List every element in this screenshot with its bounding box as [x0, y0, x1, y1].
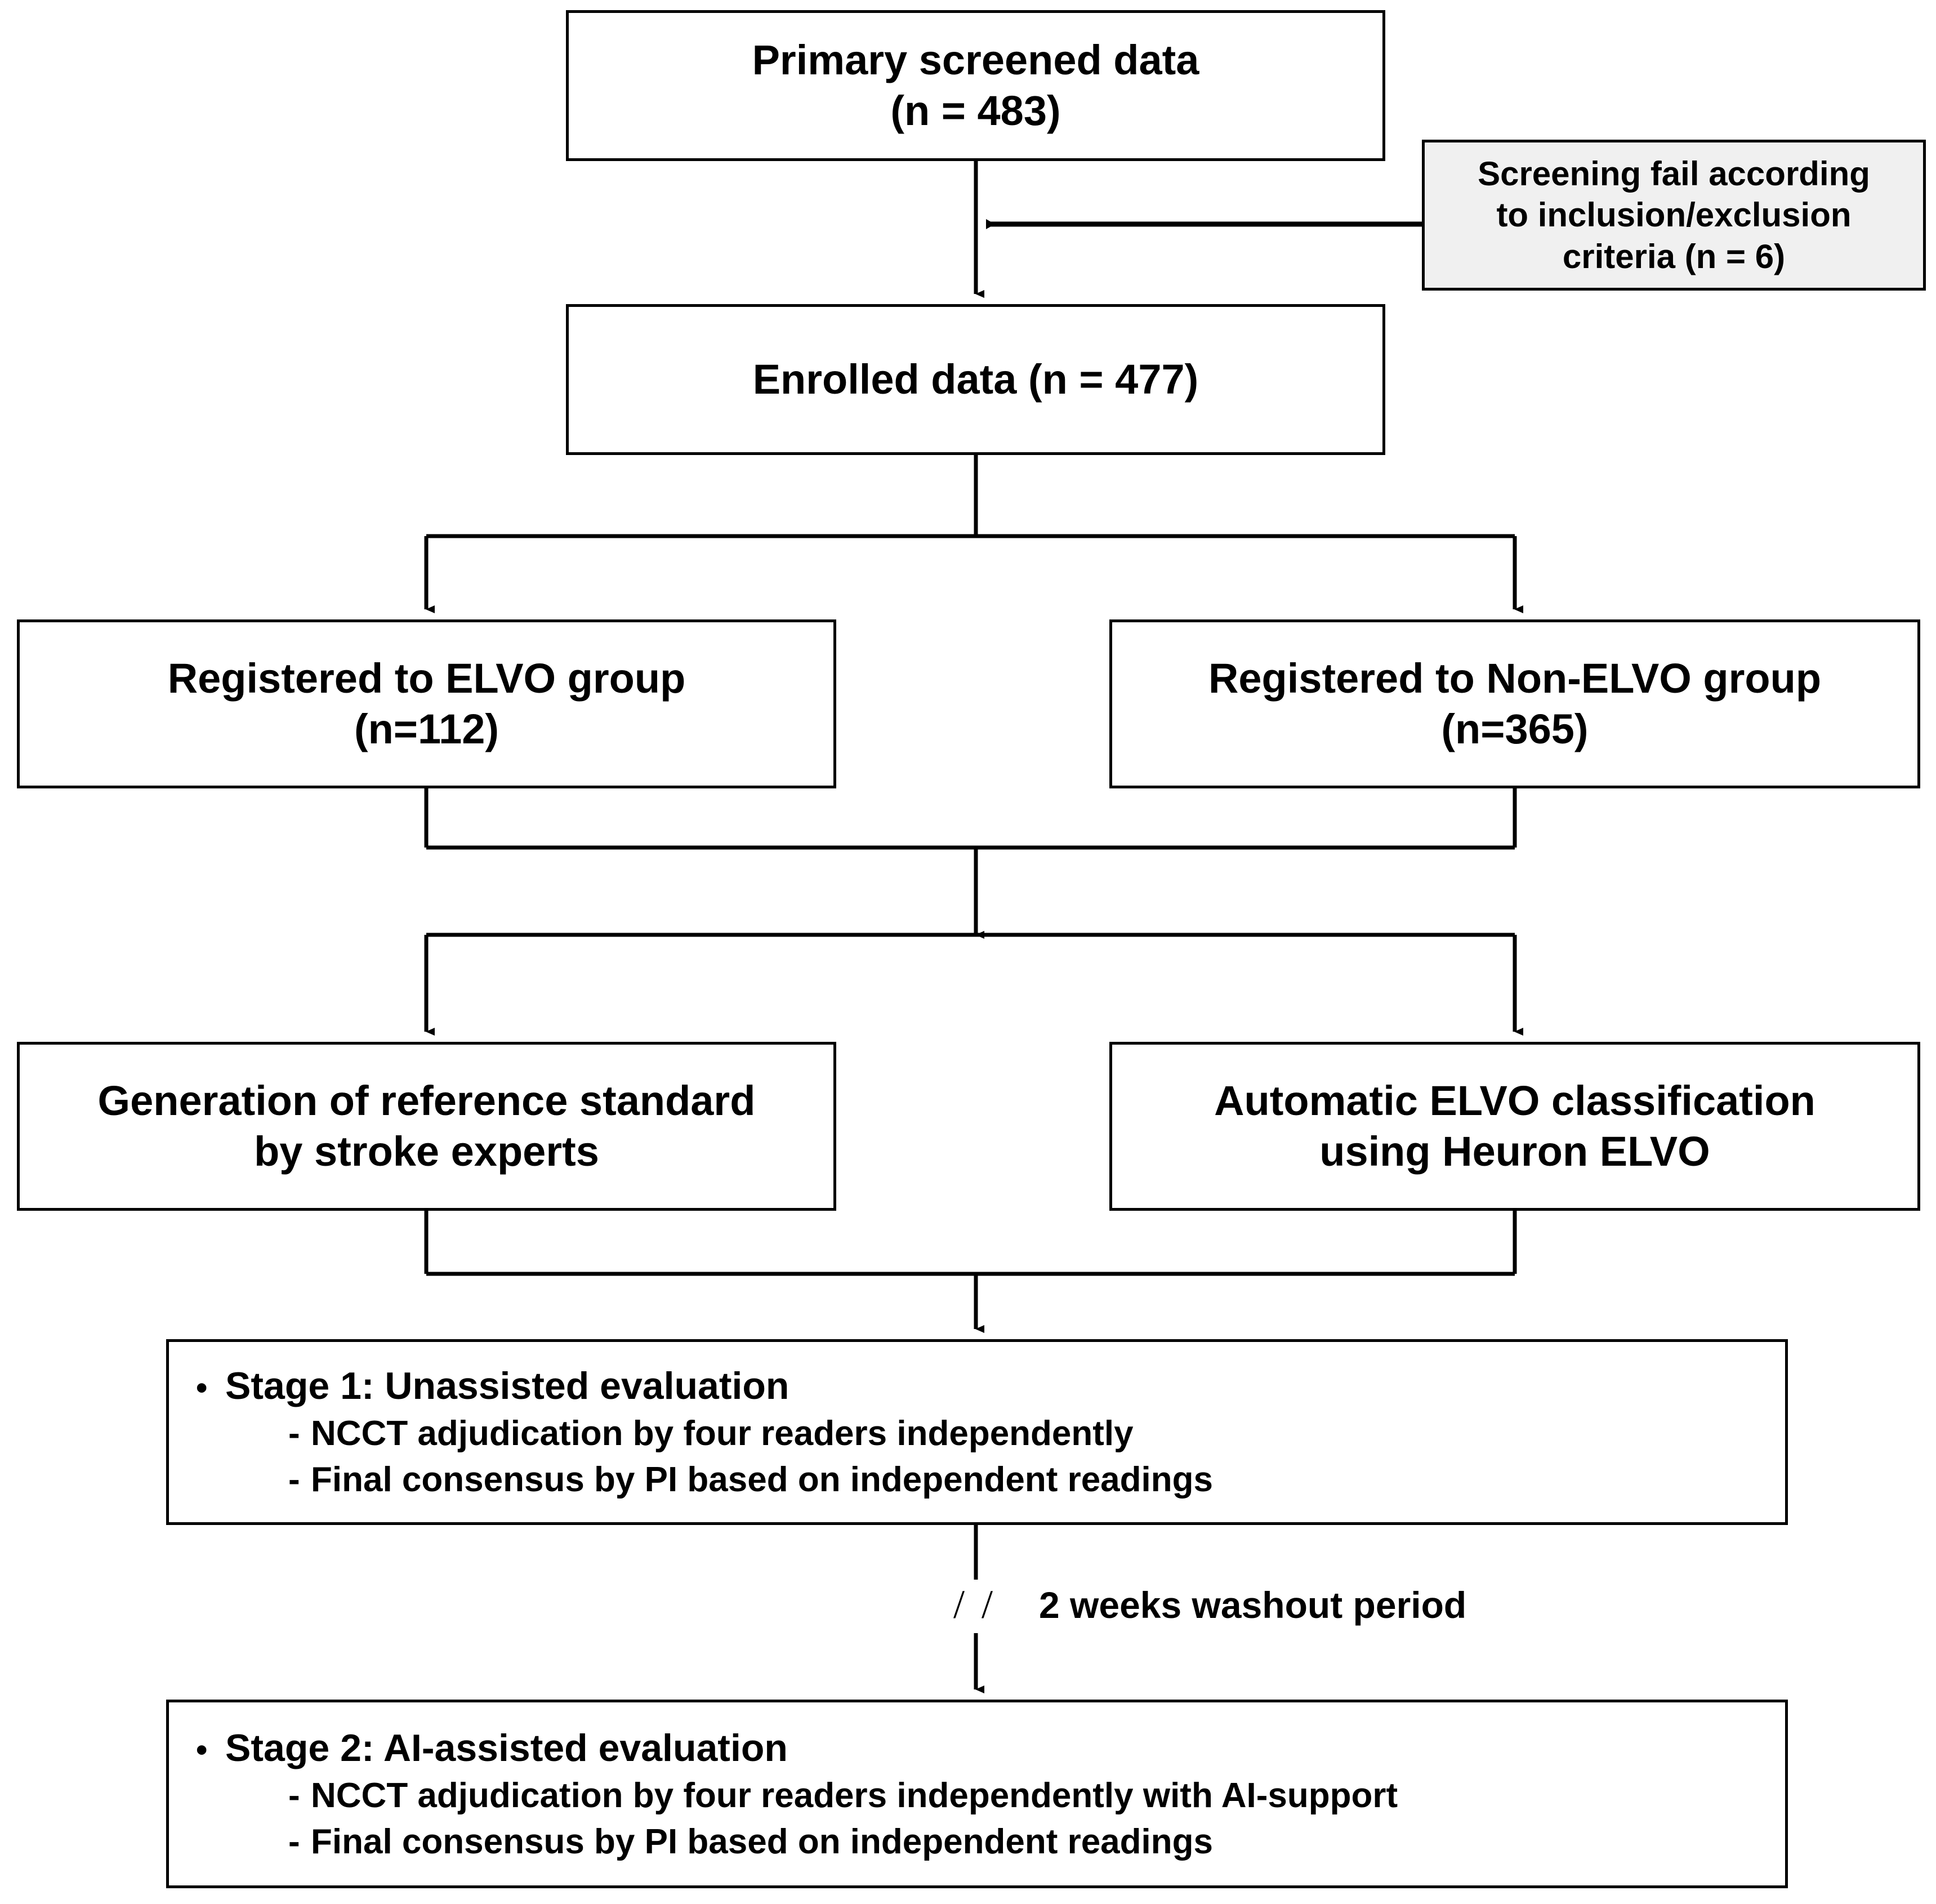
stage-2-heading: Stage 2: AI-assisted evaluation	[225, 1726, 788, 1769]
stage-1-sub-1: NCCT adjudication by four readers indepe…	[311, 1414, 1134, 1453]
node-enrolled-data: Enrolled data (n = 477)	[566, 304, 1385, 455]
edge-analysis-merge-to-stage1	[424, 1211, 1517, 1333]
node-non-elvo-text: Registered to Non-ELVO group (n=365)	[1198, 653, 1831, 755]
node-primary-text: Primary screened data (n = 483)	[742, 35, 1210, 137]
edge-groups-merge	[424, 788, 1517, 939]
edge-split-to-analysis	[424, 933, 1523, 1036]
stage-1-heading: Stage 1: Unassisted evaluation	[225, 1365, 789, 1408]
node-enrolled-line1: Enrolled data (n = 477)	[752, 355, 1199, 403]
node-non-elvo-line1: Registered to Non-ELVO group	[1208, 654, 1822, 702]
line-break-icon: / /	[953, 1582, 997, 1627]
dash-icon: -	[288, 1414, 300, 1453]
node-automatic-elvo-classification: Automatic ELVO classification using Heur…	[1109, 1042, 1920, 1211]
stage-1-sub-row-2: - Final consensus by PI based on indepen…	[169, 1461, 1785, 1499]
node-screening-fail: Screening fail according to inclusion/ex…	[1422, 140, 1926, 291]
node-automatic-classification-line1: Automatic ELVO classification	[1214, 1077, 1815, 1124]
stage-2-sub-1: NCCT adjudication by four readers indepe…	[311, 1776, 1398, 1815]
edge-enrolled-split	[424, 455, 1523, 613]
node-automatic-classification-text: Automatic ELVO classification using Heur…	[1204, 1076, 1826, 1178]
node-registered-non-elvo-group: Registered to Non-ELVO group (n=365)	[1109, 619, 1920, 788]
node-screening-fail-line2: to inclusion/exclusion	[1496, 196, 1852, 234]
stage-1-sub-row-1: - NCCT adjudication by four readers inde…	[169, 1415, 1785, 1452]
stage-2-sub-row-1: - NCCT adjudication by four readers inde…	[169, 1777, 1785, 1814]
dash-icon: -	[288, 1776, 300, 1815]
node-screening-fail-line1: Screening fail according	[1478, 155, 1870, 193]
node-elvo-line1: Registered to ELVO group	[167, 654, 686, 702]
dash-icon: -	[288, 1822, 300, 1861]
node-screening-fail-text: Screening fail according to inclusion/ex…	[1467, 153, 1880, 277]
node-screening-fail-line3: criteria (n = 6)	[1562, 237, 1786, 275]
washout-period-label: 2 weeks washout period	[1039, 1584, 1467, 1626]
stage-2-heading-row: • Stage 2: AI-assisted evaluation	[169, 1728, 1785, 1768]
bullet-icon: •	[196, 1370, 208, 1407]
node-reference-standard-line1: Generation of reference standard	[97, 1077, 756, 1124]
node-primary-line1: Primary screened data	[752, 36, 1199, 83]
node-reference-standard-line2: by stroke experts	[254, 1128, 599, 1175]
bullet-icon: •	[196, 1731, 208, 1768]
node-registered-elvo-group: Registered to ELVO group (n=112)	[17, 619, 836, 788]
node-elvo-line2: (n=112)	[354, 706, 499, 752]
node-elvo-text: Registered to ELVO group (n=112)	[158, 653, 696, 755]
node-reference-standard: Generation of reference standard by stro…	[17, 1042, 836, 1211]
node-stage-2: • Stage 2: AI-assisted evaluation - NCCT…	[166, 1700, 1788, 1888]
node-reference-standard-text: Generation of reference standard by stro…	[88, 1076, 766, 1178]
dash-icon: -	[288, 1460, 300, 1500]
stage-1-sub-2: Final consensus by PI based on independe…	[311, 1460, 1213, 1500]
node-automatic-classification-line2: using Heuron ELVO	[1319, 1128, 1710, 1175]
node-non-elvo-line2: (n=365)	[1441, 706, 1589, 752]
node-primary-screened-data: Primary screened data (n = 483)	[566, 10, 1385, 161]
stage-1-heading-row: • Stage 1: Unassisted evaluation	[169, 1366, 1785, 1406]
stage-2-sub-2: Final consensus by PI based on independe…	[311, 1822, 1213, 1861]
node-stage-1: • Stage 1: Unassisted evaluation - NCCT …	[166, 1339, 1788, 1525]
node-primary-line2: (n = 483)	[890, 87, 1061, 134]
stage-2-sub-row-2: - Final consensus by PI based on indepen…	[169, 1823, 1785, 1861]
